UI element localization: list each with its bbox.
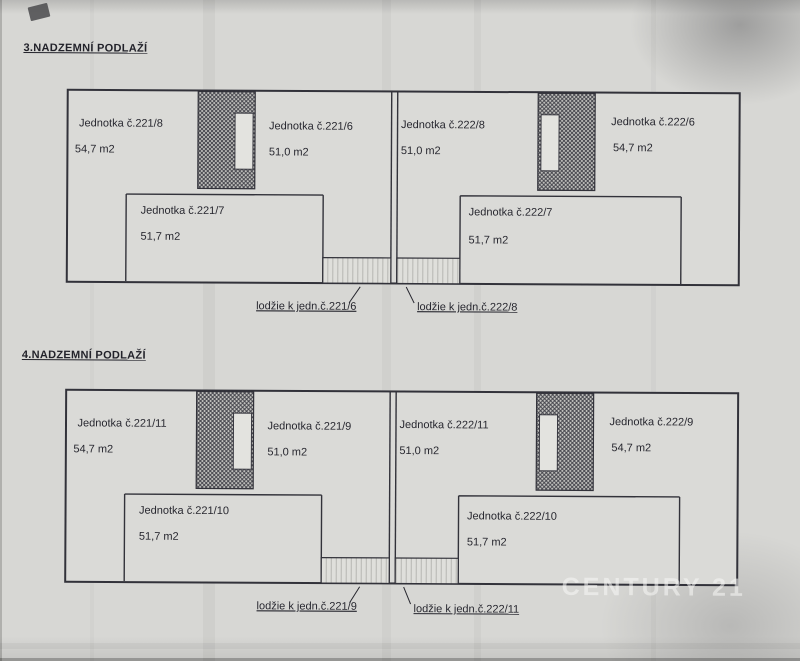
loggia-label-left: lodžie k jedn.č.221/9 (257, 600, 357, 613)
unit-name-label: Jednotka č.221/7 (141, 205, 225, 217)
unit-name-label: Jednotka č.221/10 (139, 505, 229, 517)
loggia-pointer-right (405, 286, 415, 304)
loggia-right (396, 257, 461, 285)
loggia-pointer-left (349, 586, 361, 604)
elevator-shaft-left (234, 112, 254, 170)
unit-area-label: 51,7 m2 (467, 536, 507, 548)
unit-area-label: 51,7 m2 (468, 234, 508, 246)
floor-4-plan: Jednotka č.221/11 54,7 m2 Jednotka č.221… (64, 388, 740, 616)
unit-area-label: 51,7 m2 (139, 531, 179, 543)
elevator-shaft-left (232, 412, 253, 470)
unit-area-label: 51,0 m2 (401, 145, 441, 157)
unit-name-label: Jednotka č.221/6 (269, 120, 353, 132)
loggia-label-right: lodžie k jedn.č.222/8 (417, 301, 517, 314)
floor-4-title: 4.NADZEMNÍ PODLAŽÍ (21, 349, 146, 362)
unit-name-label: Jednotka č.222/8 (401, 119, 485, 131)
unit-name-label: Jednotka č.221/8 (79, 117, 163, 129)
unit-name-label: Jednotka č.222/10 (467, 510, 557, 522)
unit-name-label: Jednotka č.221/11 (77, 417, 166, 429)
unit-area-label: 51,0 m2 (399, 445, 439, 457)
loggia-left (320, 556, 390, 585)
unit-area-label: 54,7 m2 (611, 442, 651, 454)
elevator-shaft-right (538, 414, 559, 472)
unit-name-label: Jednotka č.222/6 (611, 116, 695, 128)
unit-name-label: Jednotka č.222/9 (609, 416, 693, 428)
loggia-label-left: lodžie k jedn.č.221/6 (256, 300, 356, 313)
unit-labels: Jednotka č.221/8 54,7 m2 Jednotka č.221/… (75, 116, 695, 246)
unit-area-label: 54,7 m2 (73, 443, 113, 455)
unit-area-label: 51,7 m2 (140, 231, 180, 243)
unit-name-label: Jednotka č.221/9 (267, 420, 351, 432)
elevator-shaft-right (540, 114, 560, 172)
loggia-left (322, 256, 392, 285)
loggia-pointer-right (403, 586, 412, 605)
unit-labels: Jednotka č.221/11 54,7 m2 Jednotka č.221… (73, 416, 693, 548)
century21-watermark: CENTURY 21 (561, 572, 746, 602)
unit-name-label: Jednotka č.222/11 (399, 419, 488, 431)
floor-3-title: 3.NADZEMNÍ PODLAŽÍ (23, 42, 148, 55)
loggia-pointer-left (348, 286, 361, 304)
loggia-right (394, 557, 459, 585)
unit-area-label: 54,7 m2 (613, 142, 653, 154)
unit-area-label: 51,0 m2 (269, 146, 309, 158)
unit-name-label: Jednotka č.222/7 (469, 206, 553, 218)
unit-area-label: 51,0 m2 (267, 446, 307, 458)
loggia-label-right: lodžie k jedn.č.222/11 (414, 603, 520, 616)
unit-area-label: 54,7 m2 (75, 143, 115, 155)
floor-3-plan: Jednotka č.221/8 54,7 m2 Jednotka č.221/… (65, 88, 741, 314)
